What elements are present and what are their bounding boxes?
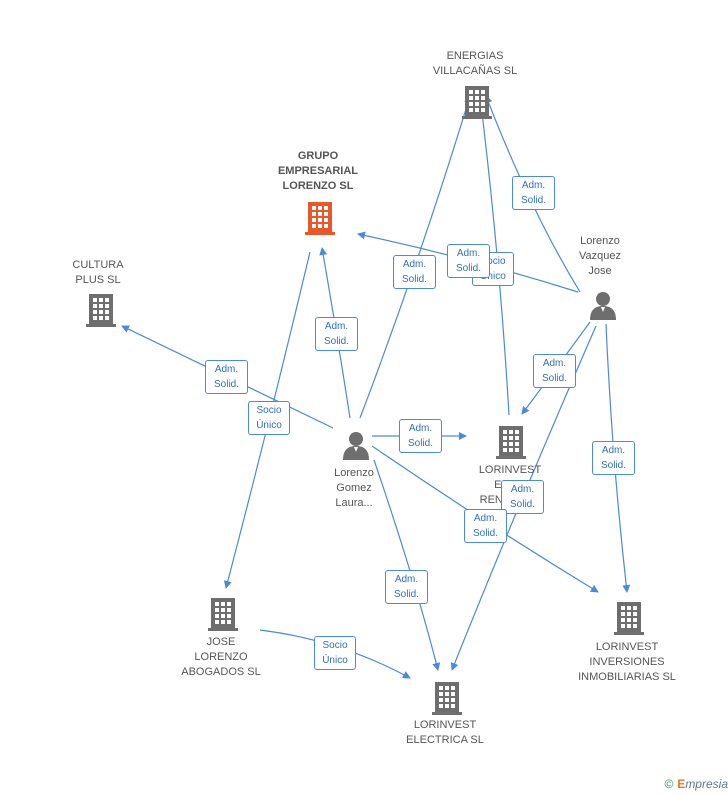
edge-label: Adm. Solid. — [315, 317, 358, 351]
brand-name: mpresia — [685, 777, 728, 791]
edge-label: Adm. Solid. — [447, 244, 490, 278]
node-label-energias[interactable]: ENERGIAS VILLACAÑAS SL — [432, 50, 518, 77]
building-icon[interactable] — [462, 86, 492, 119]
person-icon[interactable] — [590, 292, 616, 320]
building-icon[interactable] — [86, 294, 116, 327]
edge-label: Adm. Solid. — [592, 441, 635, 475]
node-label-lgomez[interactable]: Lorenzo Gomez Laura... — [334, 467, 374, 509]
edge-label: Adm. Solid. — [464, 509, 507, 543]
building-icon[interactable] — [208, 598, 238, 631]
node-label-inversiones[interactable]: LORINVEST INVERSIONES INMOBILIARIAS SL — [578, 641, 676, 683]
edge-label: Adm. Solid. — [385, 570, 428, 604]
edge-label: Socio Único — [248, 401, 290, 435]
node-label-electrica[interactable]: LORINVEST ELECTRICA SL — [406, 719, 484, 746]
person-icon[interactable] — [343, 432, 369, 460]
copyright-icon: © — [664, 777, 674, 791]
node-label-cultura[interactable]: CULTURA PLUS SL — [72, 259, 124, 286]
edge-label: Adm. Solid. — [399, 419, 442, 453]
node-label-lvazquez[interactable]: Lorenzo Vazquez Jose — [579, 235, 621, 277]
edge-label: Socio Único — [314, 636, 356, 670]
building-icon[interactable] — [305, 202, 335, 235]
building-icon[interactable] — [614, 602, 644, 635]
edge-label: Adm. Solid. — [205, 360, 248, 394]
edge-label: Adm. Solid. — [533, 354, 576, 388]
node-label-grupo[interactable]: GRUPO EMPRESARIAL LORENZO SL — [277, 150, 359, 192]
building-icon[interactable] — [496, 426, 526, 459]
building-icon[interactable] — [432, 682, 462, 715]
brand-footer: ©Empresia — [664, 777, 728, 791]
edge-label: Adm. Solid. — [501, 480, 544, 514]
edge-label: Adm. Solid. — [393, 255, 436, 289]
brand-initial: E — [677, 777, 686, 791]
node-label-jose[interactable]: JOSE LORENZO ABOGADOS SL — [181, 636, 261, 678]
edge-label: Adm. Solid. — [512, 176, 555, 210]
